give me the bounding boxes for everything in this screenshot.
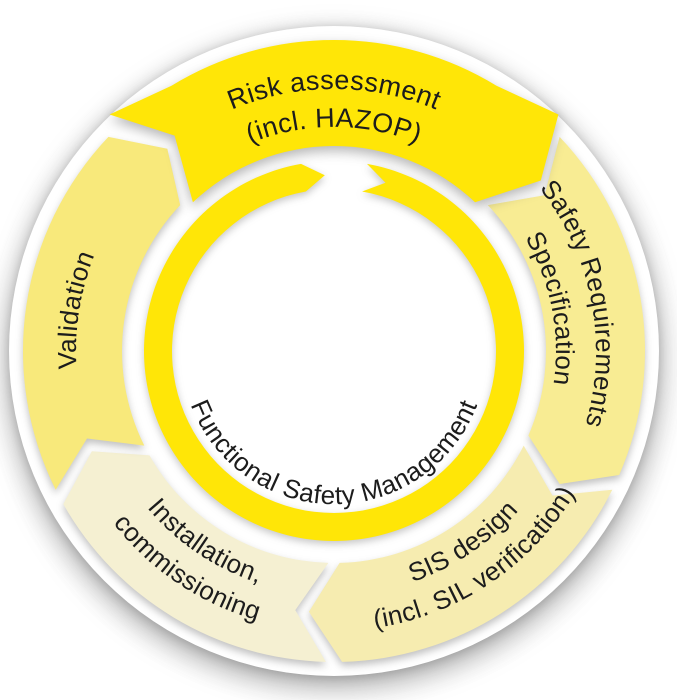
segment-validation	[22, 136, 181, 490]
segment-safety-requirements	[487, 136, 646, 484]
segment-risk-assessment	[109, 39, 559, 203]
segment-installation-commissioning	[63, 451, 329, 662]
segment-sis-design	[308, 445, 613, 662]
